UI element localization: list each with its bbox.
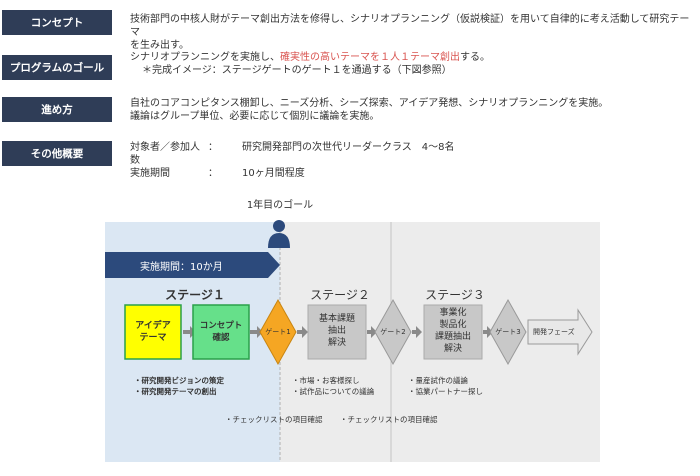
stage2-line-3: 解決 [327,338,346,348]
dev-phase-arrow [527,308,593,356]
approach-label: 進め方 [2,97,112,122]
concept-line-2: を生み出す。 [130,40,189,51]
goal-line-2: ＊完成イメージ：ステージゲートのゲート１を通過する（下図参照） [142,65,452,76]
stage3-line-4: 解決 [443,344,462,354]
gate1-diamond [259,298,297,366]
stage3-box [423,304,483,360]
gate1-label: ゲート1 [265,328,291,336]
stage2-box [307,304,367,360]
stage3-note-1: ・量産試作の議論 [408,376,468,385]
stage3-title: ステージ３ [425,288,485,302]
other-text: 対象者／参加人数 ： 研究開発部門の次世代リーダークラス 4～8名 実施期間 ：… [130,141,698,180]
stage3-line-3: 課題抽出 [434,332,471,342]
arrow-5 [412,326,422,338]
concept-line: コンセプト [199,321,243,331]
stage3-note-2: ・協業パートナー探し [408,387,483,396]
stage2-note-2: ・試作品についての議論 [292,387,375,396]
period-key: 実施期間 [130,168,170,179]
goal-label: プログラムのゴール [2,55,112,80]
concept-line-1: 技術部門の中核人財がテーマ創出方法を修得し、シナリオプランニング（仮説検証）を用… [130,14,690,38]
stage1-title: ステージ１ [165,288,225,302]
stage2-line-2: 抽出 [327,326,346,336]
idea-theme-text: アイデア テーマ [125,320,181,344]
idea-theme-box [124,304,182,360]
goal-line-1-highlight: 確実性の高いテーマを１人１テーマ創出 [280,52,460,63]
idea-line: アイデア [135,321,171,331]
theme-line: テーマ [139,333,167,343]
stage1-notes: ・研究開発ビジョンの策定 ・研究開発テーマの創出 [134,375,224,397]
concept-text: コンセプト 確認 [193,320,249,344]
participants-value: 研究開発部門の次世代リーダークラス 4～8名 [242,142,455,153]
approach-line-2: 議論はグループ単位、必要に応じて個別に議論を実施。 [130,111,380,122]
stage1-note-2: ・研究開発テーマの創出 [134,387,217,396]
gate2-diamond [374,298,412,366]
arrow-3 [297,326,308,338]
concept-text: 技術部門の中核人財がテーマ創出方法を修得し、シナリオプランニング（仮説検証）を用… [130,13,698,52]
arrow-6 [483,326,493,338]
goal-line-1-post: する。 [460,52,490,63]
arrow-2 [250,326,263,338]
gate2-label: ゲート2 [380,328,406,336]
goal-caption: 1年目のゴール [246,200,314,211]
stage1-note-1: ・研究開発ビジョンの策定 [134,376,224,385]
stage2-line-1: 基本課題 [318,314,355,324]
stage2-title: ステージ２ [310,288,370,302]
approach-line-1: 自社のコアコンピタンス棚卸し、ニーズ分析、シーズ探索、アイデア発想、シナリオプラ… [130,98,609,109]
stage2-notes: ・市場・お客様探し ・試作品についての議論 [292,375,374,397]
goal-line-1: シナリオプランニングを実施し、確実性の高いテーマを１人１テーマ創出する。 [130,51,698,64]
participants-sep: ： [208,142,218,153]
period-band [105,252,280,278]
arrow-4 [367,326,377,338]
stage3-notes: ・量産試作の議論 ・協業パートナー探し [408,375,483,397]
concept-box [192,304,250,360]
period-value: 10ヶ月間程度 [242,168,305,179]
stage2-box-text: 基本課題 抽出 解決 [308,313,366,349]
stage3-line-1: 事業化 [439,308,467,318]
person-icon [268,220,290,248]
confirm-line: 確認 [212,333,230,343]
approach-text: 自社のコアコンピタンス棚卸し、ニーズ分析、シーズ探索、アイデア発想、シナリオプラ… [130,97,698,123]
stage3-box-text: 事業化 製品化 課題抽出 解決 [424,307,482,355]
goal-line-1-pre: シナリオプランニングを実施し、 [130,52,280,63]
other-label: その他概要 [2,141,112,166]
stage2-note-1: ・市場・お客様探し [292,376,360,385]
period-sep: ： [208,168,218,179]
checklist-note-2: ・チェックリストの項目確認 [340,415,438,424]
stage3-line-2: 製品化 [439,320,467,330]
checklist-note-1: ・チェックリストの項目確認 [225,415,323,424]
concept-label: コンセプト [2,10,112,35]
participants-key: 対象者／参加人数 [130,142,200,166]
other-row-period: 実施期間 ： 10ヶ月間程度 [130,167,698,180]
goal-text: シナリオプランニングを実施し、確実性の高いテーマを１人１テーマ創出する。 ＊完成… [130,51,698,77]
gate3-label: ゲート3 [495,328,521,336]
period-label: 実施期間：10か月 [140,262,223,273]
dev-phase-label: 開発フェーズ [533,328,575,336]
gate3-diamond [489,298,527,366]
other-row-participants: 対象者／参加人数 ： 研究開発部門の次世代リーダークラス 4～8名 [130,141,698,167]
